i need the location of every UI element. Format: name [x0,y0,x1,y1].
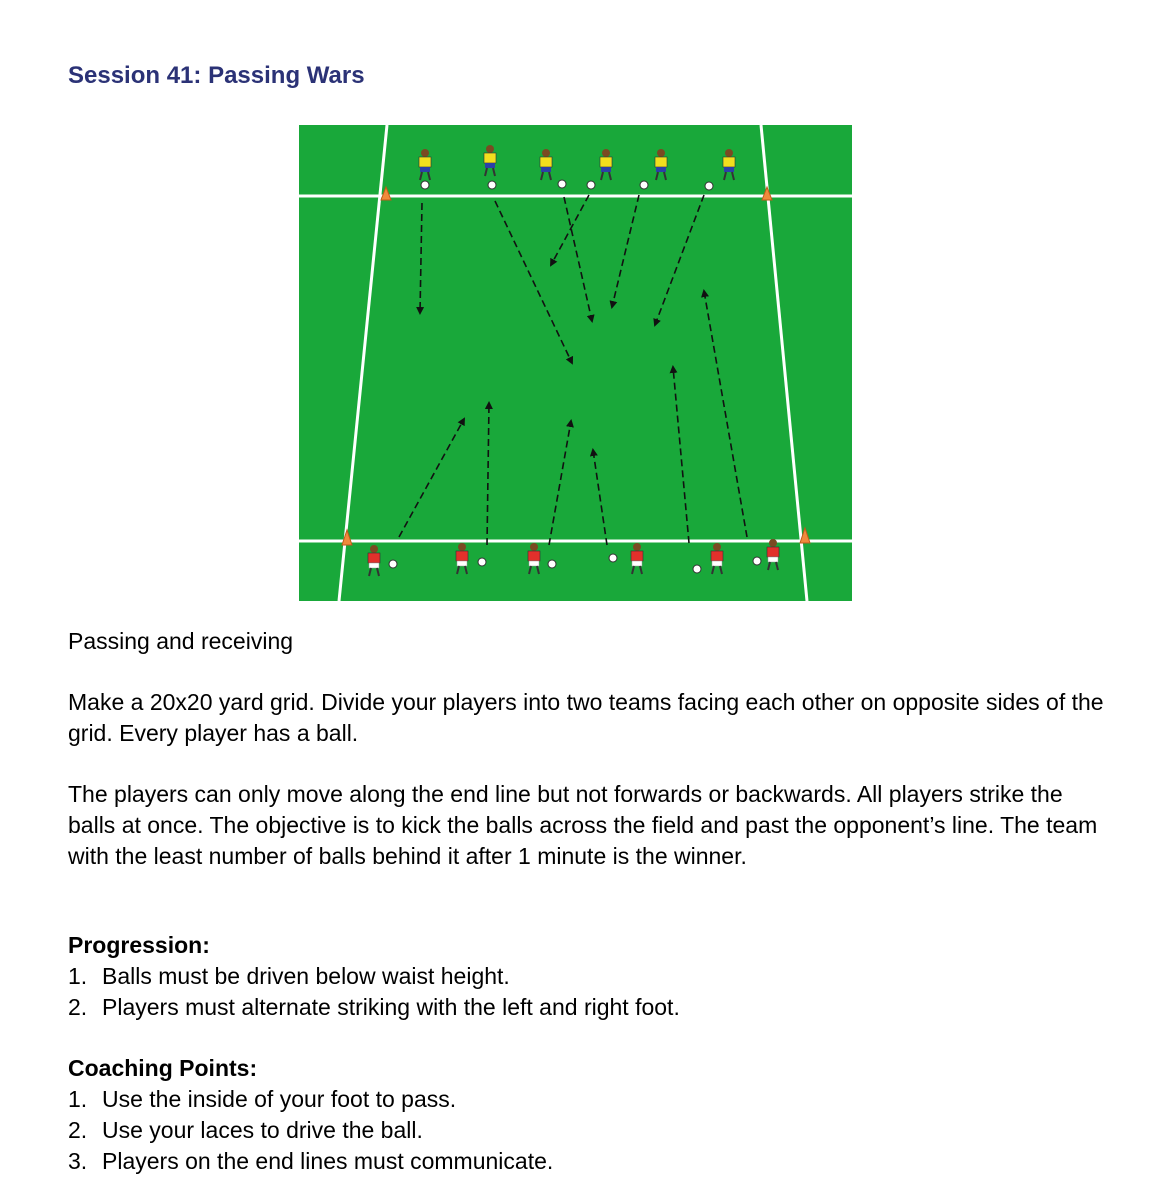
drill-diagram [299,125,852,601]
pass-arrow [484,401,493,546]
red-player [367,545,398,577]
pass-arrow [701,289,748,538]
list-text: Players must alternate striking with the… [102,994,680,1020]
progression-list: 1. Balls must be driven below waist heig… [68,961,680,1023]
cone [761,185,773,201]
pitch-grass [299,125,852,601]
pass-arrow [563,196,595,323]
grid-lines [299,125,852,601]
red-player [527,543,557,575]
list-number: 2. [68,1117,88,1143]
list-item: 1. Use the inside of your foot to pass. [68,1084,553,1115]
coaching-points-list: 1. Use the inside of your foot to pass. … [68,1084,553,1177]
list-text: Use your laces to drive the ball. [102,1117,423,1143]
pass-arrow [609,194,640,309]
pass-arrow [416,202,425,315]
list-number: 2. [68,994,88,1020]
red-player [608,543,644,575]
progression-heading: Progression: [68,932,210,958]
team-top-players [418,145,736,191]
pass-arrows [398,194,748,546]
yellow-player [704,149,736,191]
red-player [455,543,487,575]
page-title: Session 41: Passing Wars [68,62,365,89]
list-item: 3. Players on the end lines must communi… [68,1146,553,1177]
list-text: Balls must be driven below waist height. [102,963,510,989]
progression-section: Progression: 1. Balls must be driven bel… [68,930,680,1023]
red-player [752,539,780,571]
cones [341,185,811,546]
coaching-points-section: Coaching Points: 1. Use the inside of yo… [68,1053,553,1177]
coaching-points-heading: Coaching Points: [68,1055,258,1081]
pass-arrow [398,417,465,538]
pass-arrow [550,194,590,267]
list-text: Players on the end lines must communicat… [102,1148,554,1174]
red-player [692,543,724,575]
list-number: 3. [68,1148,88,1174]
yellow-player [483,145,497,190]
list-item: 2. Players must alternate striking with … [68,992,680,1023]
yellow-player [586,149,613,190]
pass-arrow [494,200,574,365]
list-number: 1. [68,963,88,989]
rules-paragraph: The players can only move along the end … [68,781,1098,869]
list-text: Use the inside of your foot to pass. [102,1086,457,1112]
yellow-player [539,149,567,189]
pass-arrow [669,365,690,544]
cone [341,528,353,546]
team-bottom-players [367,539,780,577]
cone [799,526,811,544]
list-item: 1. Balls must be driven below waist heig… [68,961,680,992]
pass-arrow [653,194,705,327]
cone [380,185,392,201]
drill-subtitle: Passing and receiving [68,628,294,654]
list-number: 1. [68,1086,88,1112]
yellow-player [639,149,668,190]
list-item: 2. Use your laces to drive the ball. [68,1115,553,1146]
yellow-player [418,149,432,190]
pass-arrow [589,448,608,546]
pass-arrow [548,419,574,546]
setup-paragraph: Make a 20x20 yard grid. Divide your play… [68,689,1104,746]
